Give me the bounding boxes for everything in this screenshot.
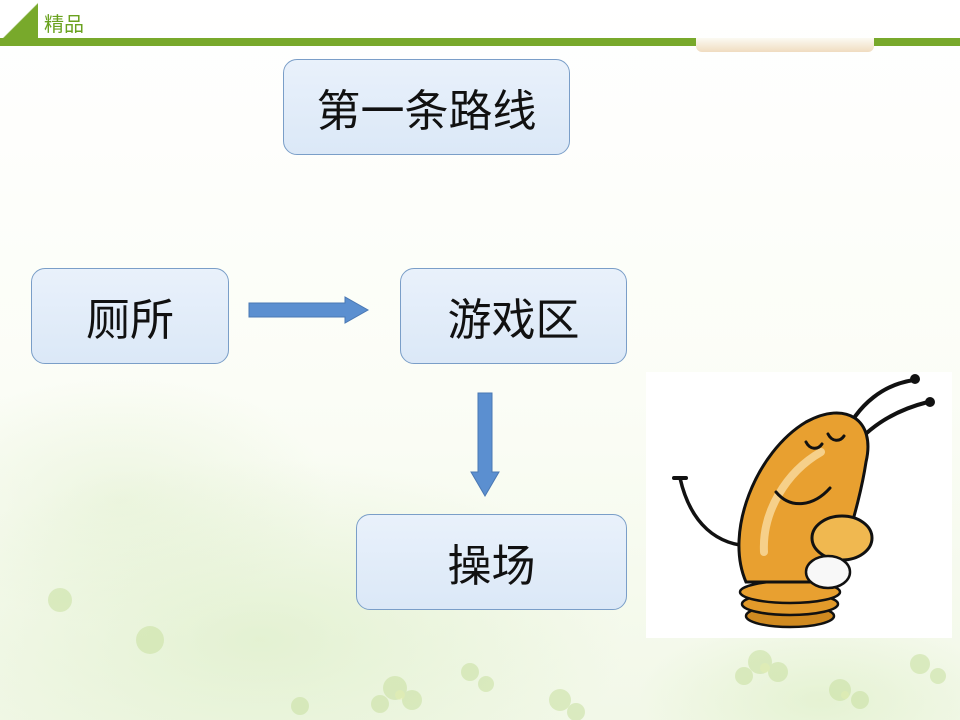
node-play-area-label: 游戏区 <box>447 295 580 346</box>
shrimp-icon <box>672 374 935 629</box>
arrow-toilet-to-play <box>248 296 370 324</box>
header-label: 精品 <box>44 12 84 36</box>
node-toilet: 厕所 <box>31 268 229 364</box>
node-play-area: 游戏区 <box>400 268 627 364</box>
shrimp-illustration <box>646 372 952 638</box>
node-playground-label: 操场 <box>447 541 536 592</box>
diagram-title-box: 第一条路线 <box>283 59 570 155</box>
arrow-play-to-field <box>470 392 500 497</box>
diagram-title: 第一条路线 <box>316 86 537 137</box>
header-accent <box>696 38 874 52</box>
header-bar <box>0 38 960 46</box>
node-playground: 操场 <box>356 514 627 610</box>
node-toilet-label: 厕所 <box>86 295 174 346</box>
